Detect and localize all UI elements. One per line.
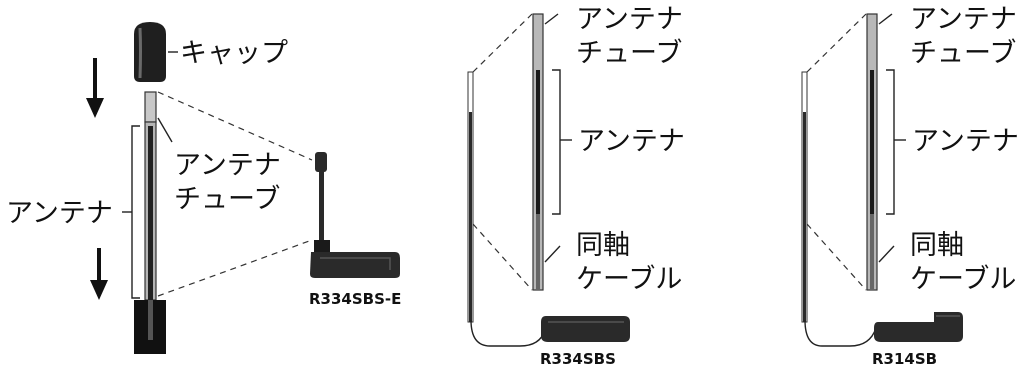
antenna-tube-leader-line [878, 13, 893, 25]
coax-label-line2: ケーブル [910, 264, 1016, 295]
coax-leader-line [544, 245, 561, 263]
device-r334sbs-e [310, 152, 400, 278]
projection-line [472, 223, 533, 291]
device-r334sbs [541, 316, 630, 342]
antenna-bracket [131, 125, 140, 299]
antenna-label: アンテナ [6, 198, 113, 229]
coax-leader-line [878, 245, 895, 263]
antenna-tube-label-line2: チューブ [174, 184, 280, 215]
enlarged-antenna-tube [866, 13, 878, 291]
device-r314sb [874, 312, 963, 342]
cap-icon [134, 22, 166, 82]
antenna-tube-label-line2: チューブ [576, 38, 682, 69]
antenna-tube-leader-line [544, 13, 559, 25]
enlarged-antenna-tube [532, 13, 544, 291]
coax-label-line1: 同軸 [576, 230, 630, 261]
antenna-tube-label-line2: チューブ [910, 38, 1016, 69]
antenna-label: アンテナ [578, 126, 685, 157]
antenna-label: アンテナ [912, 126, 1019, 157]
down-arrow-icon [86, 58, 104, 118]
projection-line [157, 239, 313, 297]
coax-cable [470, 319, 546, 347]
coax-label-line2: ケーブル [576, 264, 682, 295]
projection-line [472, 13, 533, 73]
antenna-tube [144, 91, 157, 326]
antenna-tube-label-line1: アンテナ [576, 4, 683, 35]
antenna-bracket [552, 69, 561, 215]
right-assembly: R314SB アンテナ チューブ アンテナ 同軸 ケーブル [801, 4, 1019, 368]
coax-cable [804, 319, 877, 347]
left-assembly: キャップ アンテナ アンテナ チューブ [6, 22, 401, 354]
model-label-left: R334SBS-E [309, 290, 401, 308]
down-arrow-icon [90, 248, 108, 300]
projection-line [806, 223, 867, 291]
antenna-bracket [886, 69, 895, 215]
cap-label: キャップ [180, 38, 288, 69]
antenna-tube-label-line1: アンテナ [910, 4, 1017, 35]
coax-label-line1: 同軸 [910, 230, 964, 261]
middle-assembly: R334SBS アンテナ チューブ アンテナ 同軸 ケーブル [467, 4, 685, 368]
projection-line [806, 13, 867, 73]
model-label-middle: R334SBS [540, 350, 616, 368]
antenna-tube-label-line1: アンテナ [174, 150, 281, 181]
antenna-tube-leader-line [157, 117, 173, 143]
antenna-wire [148, 300, 153, 340]
model-label-right: R314SB [872, 350, 937, 368]
